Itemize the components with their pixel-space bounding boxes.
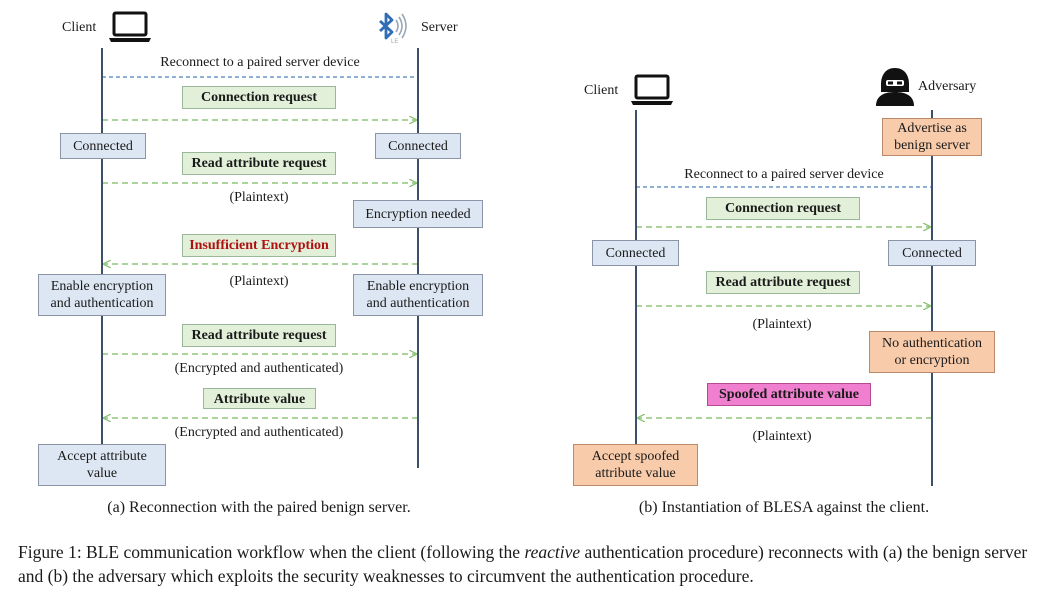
reconnect-note-a: Reconnect to a paired server device (160, 55, 360, 70)
caption-b: (b) Instantiation of BLESA against the c… (638, 499, 930, 516)
figure-caption-prefix: Figure 1: BLE communication workflow whe… (18, 542, 525, 562)
adversary-label-b: Adversary (918, 79, 977, 94)
note-plaintext-b-1: (Plaintext) (752, 317, 812, 332)
hacker-icon (876, 68, 914, 106)
server-state-enable-encryption-a: Enable encryption and authentication (353, 274, 483, 316)
client-state-connected-a: Connected (60, 133, 146, 159)
caption-a: (a) Reconnection with the paired benign … (107, 499, 411, 516)
client-lifeline-a (101, 48, 103, 468)
note-plaintext-b-2: (Plaintext) (752, 429, 812, 444)
figure-caption-suffix: authentication procedure) reconnects wit… (18, 542, 1028, 586)
adversary-state-no-auth-b: No authentication or encryption (869, 331, 995, 373)
message-spoofed-attribute-value-b: Spoofed attribute value (707, 383, 871, 406)
reconnect-note-b: Reconnect to a paired server device (684, 167, 884, 182)
client-state-enable-encryption-a: Enable encryption and authentication (38, 274, 166, 316)
adversary-lifeline-b (931, 110, 933, 486)
figure-caption-emphasis: reactive (524, 542, 581, 562)
adversary-state-advertise-b: Advertise as benign server (882, 118, 982, 156)
svg-text:LE: LE (391, 39, 398, 45)
client-label-a: Client (62, 20, 97, 35)
message-connection-request-a: Connection request (182, 86, 336, 109)
note-plaintext-a-1: (Plaintext) (229, 190, 289, 205)
server-lifeline-a (417, 48, 419, 468)
client-lifeline-b (635, 110, 637, 486)
message-insufficient-encryption-a: Insufficient Encryption (182, 234, 336, 257)
message-attribute-value-a: Attribute value (203, 388, 316, 409)
figure-caption: Figure 1: BLE communication workflow whe… (18, 540, 1033, 588)
message-read-attribute-request-a-2: Read attribute request (182, 324, 336, 347)
message-read-attribute-request-b: Read attribute request (706, 271, 860, 294)
server-state-connected-a: Connected (375, 133, 461, 159)
laptop-icon (109, 11, 151, 42)
message-connection-request-b: Connection request (706, 197, 860, 220)
client-label-b: Client (584, 83, 619, 98)
client-state-accept-value-a: Accept attribute value (38, 444, 166, 486)
bluetooth-icon: LE (379, 12, 407, 45)
server-label-a: Server (421, 20, 458, 35)
note-encrypted-a-1: (Encrypted and authenticated) (174, 361, 344, 376)
server-state-encryption-needed-a: Encryption needed (353, 200, 483, 228)
adversary-state-connected-b: Connected (888, 240, 976, 266)
note-plaintext-a-2: (Plaintext) (229, 274, 289, 289)
message-read-attribute-request-a-1: Read attribute request (182, 152, 336, 175)
note-encrypted-a-2: (Encrypted and authenticated) (174, 425, 344, 440)
client-state-connected-b: Connected (592, 240, 679, 266)
laptop-icon (631, 74, 673, 105)
client-state-accept-spoofed-b: Accept spoofed attribute value (573, 444, 698, 486)
